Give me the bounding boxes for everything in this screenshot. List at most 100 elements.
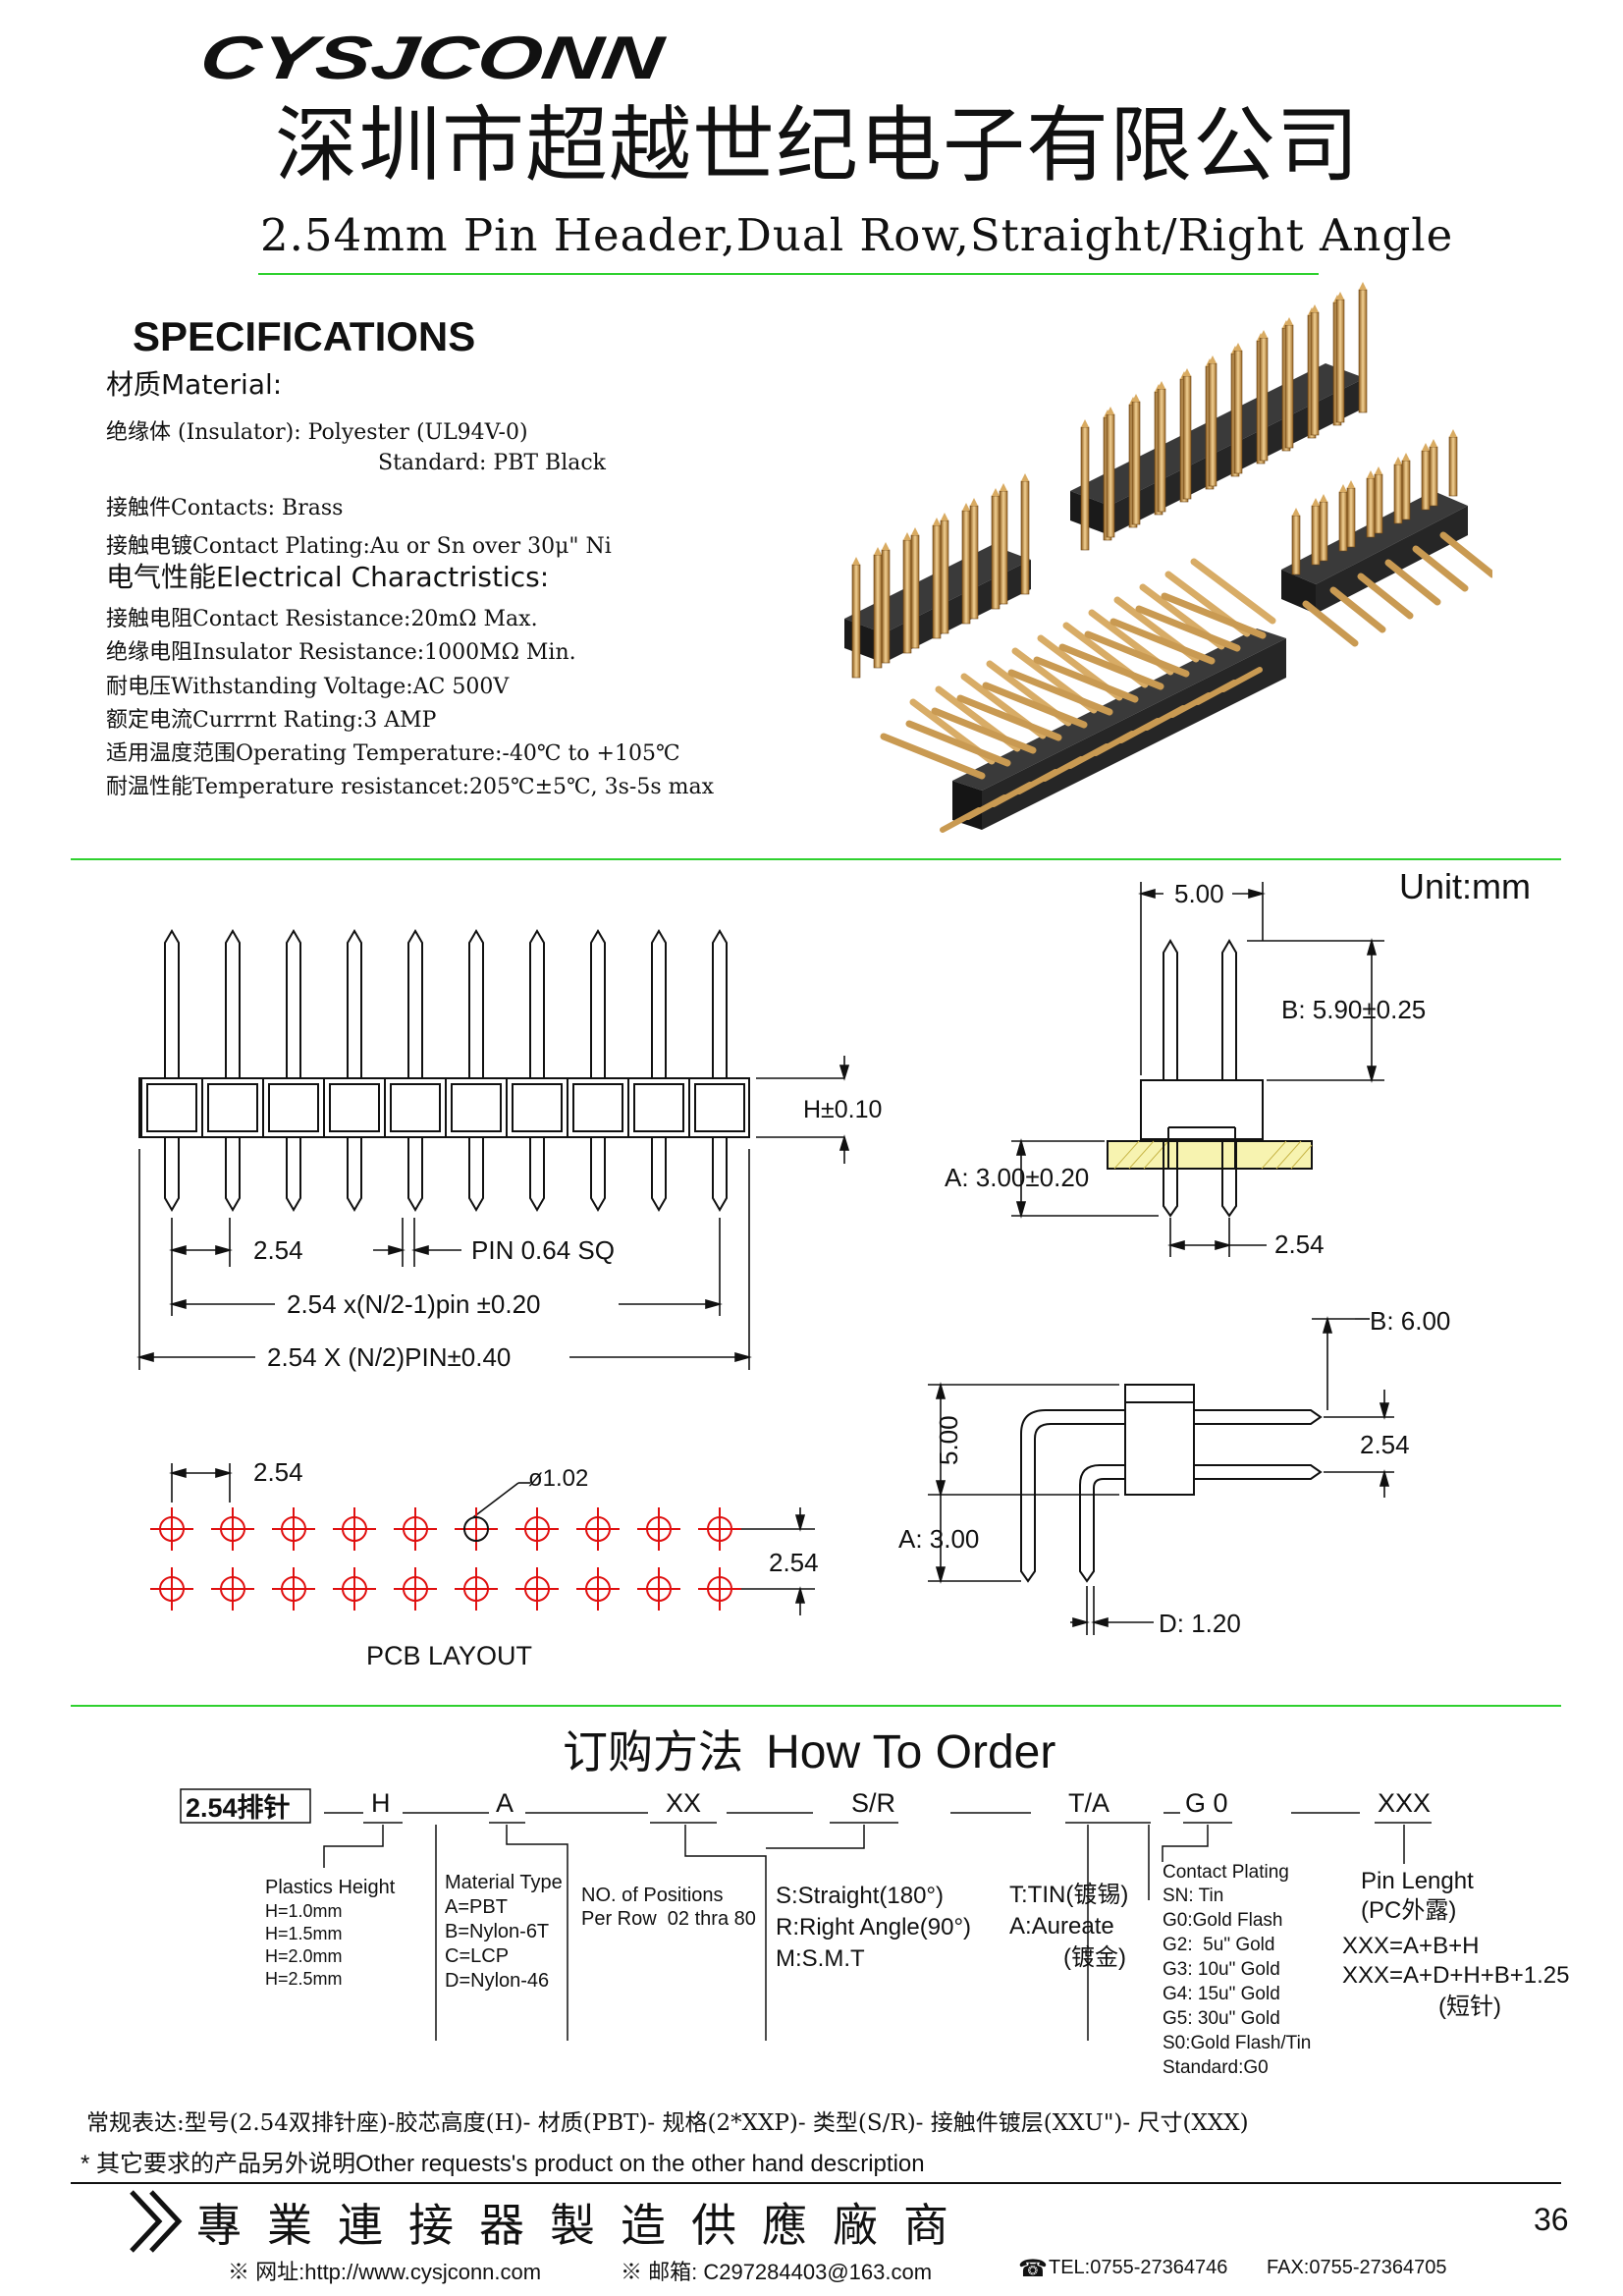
photo-pin-tip	[1336, 292, 1344, 300]
side-straight-view	[1107, 939, 1313, 1218]
pin	[590, 929, 606, 1078]
photo-pin	[1358, 289, 1368, 413]
pin	[164, 929, 180, 1078]
pcb-hole	[707, 1516, 732, 1542]
photo-pin-tip	[1132, 394, 1140, 402]
pin-length-title: Pin Lenght	[1361, 1868, 1474, 1894]
photo-pin	[1329, 586, 1386, 633]
plating-option: G4: 15u" Gold	[1163, 1984, 1280, 2004]
plastic-height-options: H=1.0mm H=1.5mm H=2.0mm H=2.5mm	[265, 1900, 343, 1991]
spec-operating-temp: 适用温度范围Operating Temperature:-40℃ to +105…	[106, 741, 680, 766]
photo-pin-tip	[1320, 494, 1327, 502]
pcb-hole	[342, 1516, 367, 1542]
photo-pin-tip	[1107, 407, 1114, 414]
photo-pin-tip	[962, 503, 970, 511]
pcb-hole	[403, 1576, 428, 1602]
photo-pin	[1182, 375, 1192, 500]
material-type-option: D=Nylon-46	[445, 1970, 550, 1992]
photo-pin-tip	[970, 498, 978, 506]
pcb-hole	[524, 1516, 550, 1542]
photo-pin	[1190, 558, 1276, 625]
order-title-en: How To Order	[766, 1726, 1056, 1778]
pcb-dims	[169, 1463, 815, 1615]
photo-pin	[940, 519, 949, 634]
photo-pin-tip	[1158, 381, 1165, 389]
photo-pin-tip	[1430, 439, 1437, 447]
pin-length-f2: XXX=A+D+H+B+1.25	[1342, 1962, 1570, 1989]
pcb-hole: ø1.02	[528, 1465, 588, 1492]
spec-plating: 接触电镀Contact Plating:Au or Sn over 30μ" N…	[106, 534, 612, 559]
product-photo	[844, 280, 1496, 849]
plastic-height-option: H=2.5mm	[265, 1969, 343, 1989]
pcb-hole	[646, 1516, 672, 1542]
spec-current: 额定电流Currrnt Rating:3 AMP	[106, 708, 437, 733]
photo-pin	[1058, 643, 1164, 690]
photo-pin	[1346, 487, 1356, 548]
pcb-hole	[524, 1576, 550, 1602]
brand-logo: CYSJCONN	[196, 25, 673, 92]
photo-pin	[1384, 559, 1441, 606]
photo-pin-tip	[933, 518, 941, 525]
photo-pin-tip	[1285, 317, 1293, 325]
pin	[286, 1137, 301, 1212]
photo-pin-tip	[1339, 484, 1347, 492]
photo-pin-tip	[1347, 480, 1355, 488]
right-d: D: 1.20	[1159, 1609, 1241, 1638]
photo-pin	[1284, 324, 1294, 449]
photo-pin	[982, 682, 1088, 729]
footer-tel: TEL:0755-27364746	[1049, 2257, 1228, 2278]
material-type-option: A=PBT	[445, 1896, 508, 1918]
material-heading: 材质Material:	[106, 368, 283, 401]
spec-insulator-resistance: 绝缘电阻Insulator Resistance:1000MΩ Min.	[106, 640, 576, 665]
code-base: 2.54排针	[186, 1793, 291, 1823]
photo-pin	[1374, 473, 1383, 534]
plating-option: Standard:G0	[1163, 2057, 1269, 2078]
photo-pin-tip	[1394, 457, 1402, 465]
pcb-hole	[646, 1576, 672, 1602]
right-pitch: 2.54	[1360, 1430, 1410, 1459]
photo-pin	[1338, 491, 1348, 552]
footer-slogan: 專業連接器製造供應廠商	[196, 2199, 974, 2252]
front-view-dims	[136, 1056, 850, 1370]
plastic-height-title: Plastics Height	[265, 1877, 396, 1898]
photo-pin	[873, 554, 883, 669]
photo-pin-tip	[992, 488, 1000, 496]
side-right-dims	[928, 1316, 1394, 1635]
photo-pin	[1439, 531, 1496, 578]
plating-option: S0:Gold Flash/Tin	[1163, 2033, 1312, 2053]
divider-1	[71, 858, 1561, 860]
photo-pin-tip	[941, 513, 948, 520]
front-span-outer: 2.54 X (N/2)PIN±0.40	[267, 1342, 511, 1372]
photo-pin	[1357, 573, 1414, 620]
photo-pin-tip	[874, 547, 882, 555]
side-a: A: 3.00±0.20	[945, 1163, 1089, 1192]
code-a: A	[496, 1788, 514, 1818]
pcb-hole	[281, 1576, 306, 1602]
housing	[138, 1077, 750, 1138]
front-pitch: 2.54	[253, 1235, 303, 1265]
photo-pin	[1135, 605, 1241, 652]
footer-email[interactable]: ※ 邮箱: C297284403@163.com	[621, 2260, 933, 2284]
photo-pin	[1429, 446, 1438, 507]
photo-pin	[1109, 618, 1216, 665]
type-option: M:S.M.T	[776, 1945, 865, 1972]
photo-pin	[1131, 401, 1141, 525]
photo-pin	[1020, 480, 1030, 595]
photo-pin	[1412, 545, 1469, 592]
contact-plating-title: Contact Plating	[1163, 1862, 1289, 1883]
tin-line3: (镀金)	[1063, 1944, 1126, 1971]
positions-sub: Per Row 02 thra 80	[581, 1908, 756, 1930]
photo-pin	[1007, 669, 1113, 716]
photo-pin-tip	[1375, 466, 1382, 474]
plating-option: G2: 5u" Gold	[1163, 1935, 1275, 1955]
tin-line2: A:Aureate	[1009, 1913, 1114, 1940]
photo-pin-tip	[1081, 419, 1089, 427]
photo-pin-tip	[1402, 453, 1410, 461]
photo-pin	[1310, 311, 1320, 436]
photo-pin	[932, 524, 942, 639]
pcb-hole	[463, 1576, 489, 1602]
footer-website[interactable]: ※ 网址:http://www.cysjconn.com	[228, 2260, 542, 2284]
photo-pin	[931, 707, 1037, 754]
photo-pin-tip	[1292, 508, 1300, 516]
pcb-hole	[463, 1516, 489, 1542]
